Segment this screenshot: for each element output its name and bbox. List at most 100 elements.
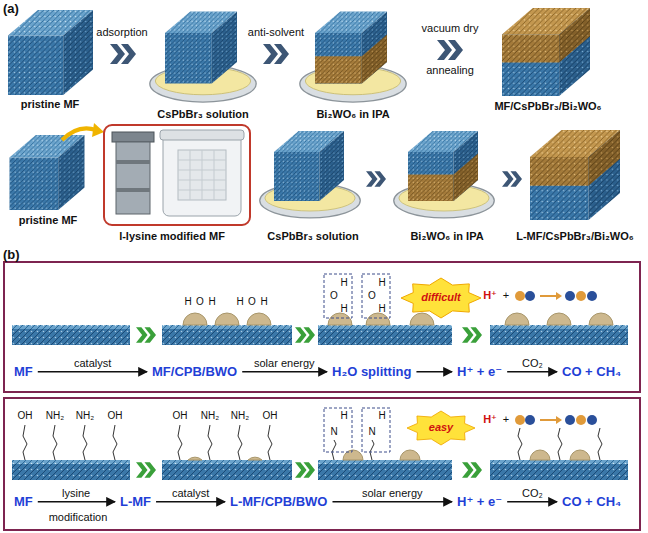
step-caption: pristine MF: [19, 214, 78, 227]
atom-label: O: [196, 296, 204, 308]
frame-2-illustration: [12, 408, 628, 480]
flow-arrow: [507, 371, 557, 372]
yellow-arrow: [62, 128, 96, 140]
proton-label: H⁺: [483, 289, 497, 302]
yellow-arrowhead: [92, 123, 104, 137]
plus-sign: +: [503, 289, 509, 302]
frame-1-illustration: [12, 274, 628, 345]
flow-node: L-MF: [118, 493, 153, 511]
node-text: L-MF: [120, 494, 151, 510]
atom-label: H: [378, 277, 385, 289]
atom-label: H: [208, 296, 215, 308]
flow-node: MF: [12, 363, 35, 381]
arrow-label: modification: [49, 511, 108, 524]
group-label: NH₂: [231, 410, 249, 422]
step-chevron: [366, 171, 386, 186]
atom-label: H: [236, 296, 243, 308]
coated-cube: [502, 8, 590, 96]
arrow-label: solar energy: [361, 487, 424, 500]
group-label: OH: [18, 410, 33, 422]
node-text: H₂O splitting: [332, 364, 411, 380]
flow-node: L-MF/CPB/BWO: [228, 493, 329, 511]
step-chevron: [502, 171, 522, 186]
flow-node: CO + CH₄: [560, 493, 623, 511]
atom-label: H: [260, 296, 267, 308]
flow-node: H⁺ + e⁻: [455, 493, 504, 511]
node-text: MF/CPB/BWO: [152, 364, 237, 380]
step-chevron: [263, 44, 289, 64]
panel-frame: [4, 262, 640, 392]
arrow-label: CO₂: [521, 357, 544, 370]
node-text: CO + CH₄: [562, 494, 621, 510]
atom-label: O: [330, 290, 338, 302]
step-caption: CsPbBr₃ solution: [267, 230, 358, 243]
step-caption: pristine MF: [21, 98, 80, 111]
foam-cube: [408, 131, 478, 201]
proton-label: H⁺: [483, 413, 497, 426]
foam-cube: [315, 12, 387, 84]
burst-label: easy: [429, 421, 453, 434]
node-text: L-MF/CPB/BWO: [230, 494, 327, 510]
node-text: MF: [14, 494, 33, 510]
flow-node: MF: [12, 493, 35, 511]
node-text: H⁺ + e⁻: [457, 364, 502, 380]
atom-label: H: [184, 296, 191, 308]
flow-node: MF/CPB/BWO: [150, 363, 239, 381]
step-caption: Bi₂WO₆ in IPA: [316, 108, 389, 121]
step-caption: CsPbBr₃ solution: [157, 108, 248, 121]
foam-cube: [274, 131, 344, 201]
step-chevron: [110, 44, 136, 64]
arrow-label: catalyst: [171, 487, 210, 500]
step-caption: Bi₂WO₆ in IPA: [410, 230, 483, 243]
step-caption: l-lysine modified MF: [119, 230, 225, 243]
arrow-label: lysine: [61, 487, 91, 500]
autoclave-symbol: [112, 130, 244, 216]
step-caption: L-MF/CsPbBr₃/Bi₂WO₆: [516, 230, 634, 243]
flow-arrow: [156, 501, 225, 502]
atom-label: H: [340, 277, 347, 289]
node-text: MF: [14, 364, 33, 380]
atom-label: N: [368, 426, 375, 438]
group-label: OH: [263, 410, 278, 422]
foam-cube: [8, 10, 93, 95]
group-label: OH: [108, 410, 123, 422]
group-label: OH: [173, 410, 188, 422]
atom-label: H: [378, 410, 385, 422]
autoclave-frame: [104, 125, 250, 225]
row-2-illustration: [10, 123, 621, 225]
plus-sign: +: [503, 413, 509, 426]
flow-node: CO + CH₄: [560, 363, 623, 381]
step-chevron: [437, 40, 463, 60]
flow-arrow: [507, 501, 557, 502]
step-label: adsorption: [96, 26, 147, 39]
row-1-illustration: [8, 8, 590, 102]
flow-arrow: [242, 371, 327, 372]
group-label: NH₂: [46, 410, 64, 422]
atom-label: O: [248, 296, 256, 308]
flow-arrow: [332, 501, 452, 502]
step-label: annealing: [426, 64, 474, 77]
step-label: vacuum dry: [422, 22, 479, 35]
group-label: NH₂: [201, 410, 219, 422]
arrow-label: CO₂: [521, 487, 544, 500]
node-text: CO + CH₄: [562, 364, 621, 380]
atom-label: H: [340, 303, 347, 315]
atom-label: H: [378, 303, 385, 315]
burst-label: difficult: [421, 291, 461, 304]
node-text: H⁺ + e⁻: [457, 494, 502, 510]
step-label: anti-solvent: [248, 26, 304, 39]
step-caption: MF/CsPbBr₃/Bi₂WO₆: [494, 100, 601, 113]
arrow-label: solar energy: [253, 357, 316, 370]
atom-label: O: [368, 290, 376, 302]
atom-label: H: [340, 410, 347, 422]
panel-letter: (b): [3, 248, 20, 263]
coated-cube: [530, 130, 620, 220]
foam-cube: [165, 12, 237, 84]
panel-frame: [4, 398, 640, 530]
foam-cube: [10, 135, 85, 210]
flow-arrow: [38, 371, 147, 372]
